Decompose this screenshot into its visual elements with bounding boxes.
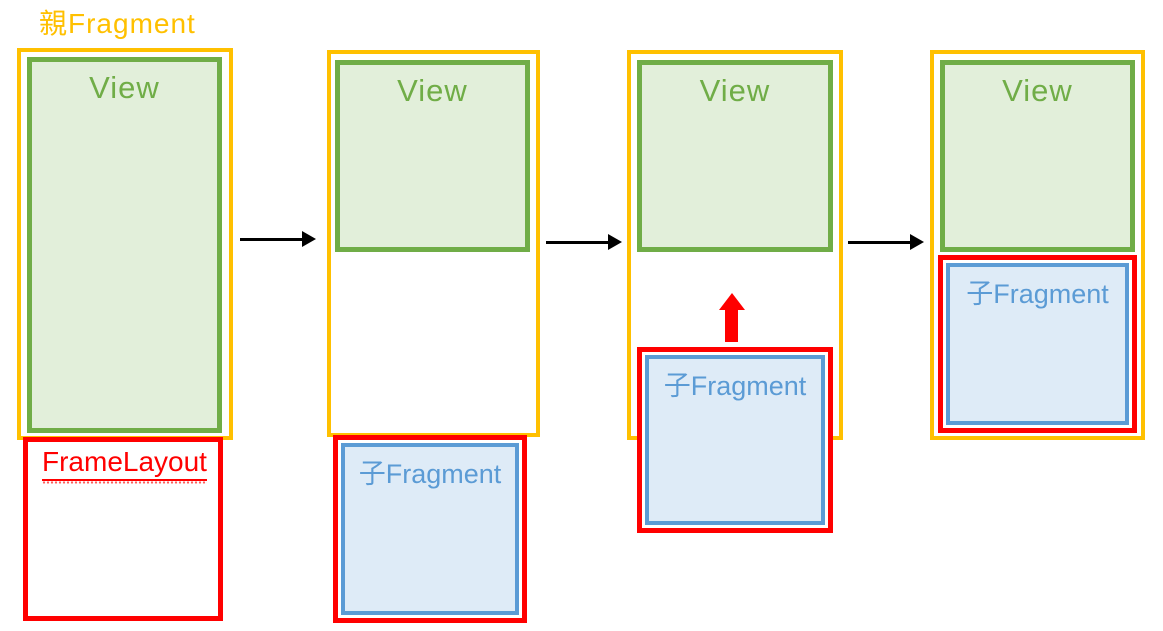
view-box-1: View: [27, 57, 222, 433]
parent-fragment-panel-2: View: [327, 50, 540, 437]
move-up-arrow-shaft: [725, 310, 738, 342]
view-box-4: View: [940, 60, 1135, 252]
flow-arrow-3: [848, 234, 924, 250]
move-up-arrow-head: [718, 293, 745, 310]
flow-arrow-1: [240, 231, 316, 247]
child-fragment-box-4: 子Fragment: [938, 255, 1137, 433]
view-box-3: View: [637, 60, 833, 252]
child-fragment-inner-3: 子Fragment: [645, 355, 825, 525]
child-fragment-label-4: 子Fragment: [966, 279, 1109, 309]
child-fragment-inner-4: 子Fragment: [946, 263, 1129, 425]
child-fragment-box-3: 子Fragment: [637, 347, 833, 533]
view-label-1: View: [89, 70, 160, 105]
child-fragment-label-2: 子Fragment: [358, 459, 502, 489]
move-up-arrow: [718, 293, 745, 342]
child-fragment-inner-2: 子Fragment: [341, 443, 519, 615]
view-box-2: View: [335, 60, 530, 252]
child-fragment-label-3: 子Fragment: [663, 371, 807, 401]
child-fragment-box-2: 子Fragment: [333, 435, 527, 623]
framelayout-label: FrameLayout: [42, 446, 207, 484]
view-label-2: View: [397, 73, 468, 108]
view-label-3: View: [699, 73, 771, 108]
parent-fragment-panel-1: View: [17, 48, 233, 440]
view-label-4: View: [1002, 73, 1073, 108]
framelayout-box: FrameLayout: [23, 437, 223, 621]
diagram-title: 親Fragment: [39, 8, 196, 39]
flow-arrow-2: [546, 234, 622, 250]
